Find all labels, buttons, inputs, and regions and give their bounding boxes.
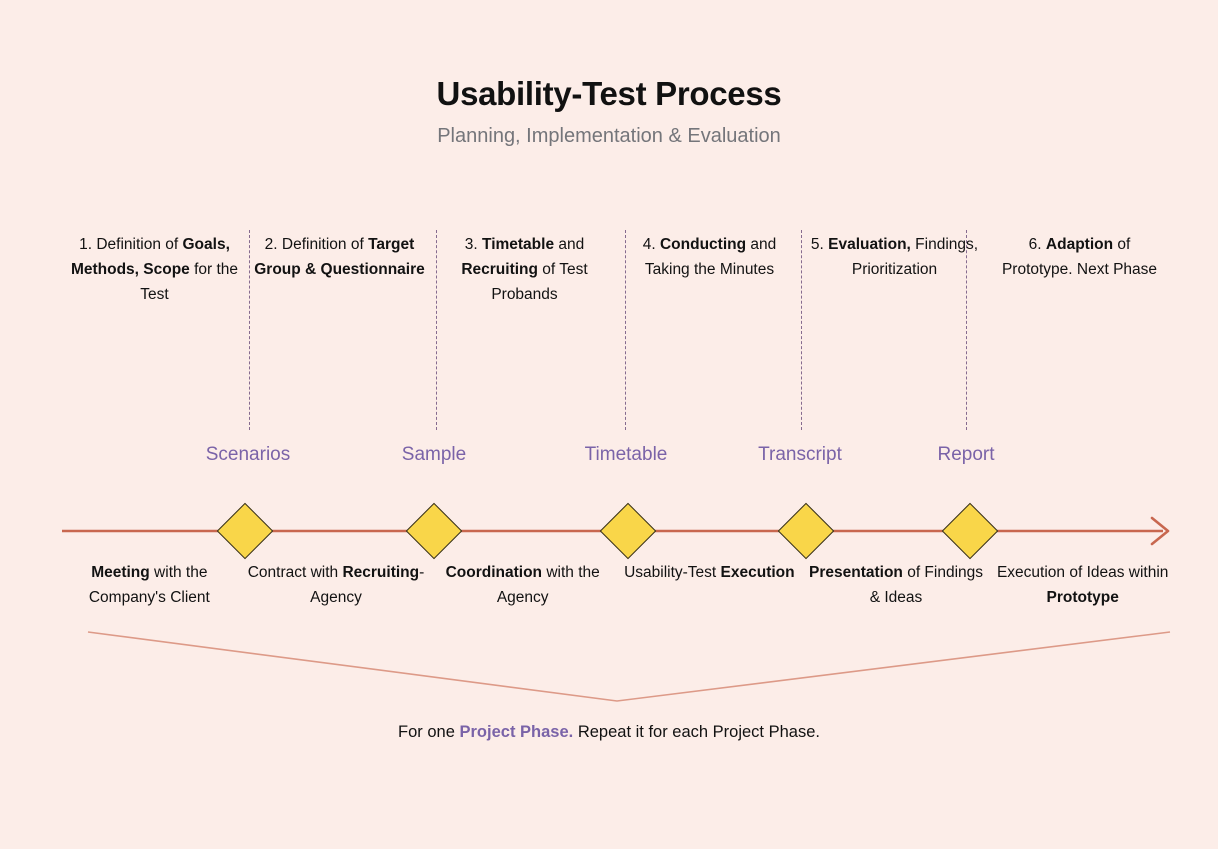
step-1-bold: Goals, Methods, Scope <box>70 236 230 278</box>
activity-2-rest: -Agency <box>310 564 425 606</box>
process-steps: 1. Definition of Goals, Methods, Scope f… <box>62 232 1172 307</box>
column-divider-5 <box>966 230 967 430</box>
step-2-number: 2. <box>264 236 278 253</box>
step-5: 5. Evaluation, Findings, Prioritization <box>802 232 987 282</box>
step-4-bold: Conducting <box>659 236 747 253</box>
activity-3-rest: with the Agency <box>496 564 600 606</box>
activity-3: Coordination with the Agency <box>429 560 616 610</box>
deliverable-sample: Sample <box>401 444 467 465</box>
step-5-suffix: Findings, Prioritization <box>851 236 979 278</box>
step-6: 6. Adaption of Prototype. Next Phase <box>987 232 1172 282</box>
deliverable-scenarios: Scenarios <box>205 444 291 465</box>
step-3-mid: and <box>554 236 585 253</box>
deliverable-timetable: Timetable <box>584 444 668 465</box>
step-5-number: 5. <box>810 236 824 253</box>
phase-bracket <box>87 631 1171 702</box>
column-divider-3 <box>625 230 626 430</box>
step-2-bold: Target Group & Questionnaire <box>254 236 425 278</box>
step-6-bold: Adaption <box>1045 236 1114 253</box>
step-2: 2. Definition of Target Group & Question… <box>247 232 432 282</box>
activity-labels: Meeting with the Company's Client Contra… <box>56 560 1176 610</box>
column-divider-2 <box>436 230 437 430</box>
activity-6: Execution of Ideas within Prototype <box>989 560 1176 610</box>
activity-6-pre: Execution of Ideas within <box>996 564 1169 581</box>
step-3-bold2: Recruiting <box>461 261 538 278</box>
step-5-bold: Evaluation, <box>828 236 911 253</box>
page-title: Usability-Test Process <box>436 75 782 112</box>
milestone-diamond-2[interactable] <box>405 502 463 560</box>
step-1-suffix: for the Test <box>140 261 239 303</box>
step-4: 4. Conducting and Taking the Minutes <box>617 232 802 282</box>
activity-1: Meeting with the Company's Client <box>56 560 243 610</box>
activity-5: Presentation of Findings & Ideas <box>803 560 990 610</box>
activity-5-rest: of Findings & Ideas <box>869 564 984 606</box>
activity-2: Contract with Recruiting-Agency <box>243 560 430 610</box>
activity-1-rest: with the Company's Client <box>88 564 210 606</box>
step-3-suffix: of Test Probands <box>491 261 588 303</box>
step-1-number: 1. <box>79 236 93 253</box>
activity-4: Usability-Test Execution <box>616 560 803 585</box>
milestone-diamond-1[interactable] <box>216 502 274 560</box>
step-6-suffix: of Prototype. Next Phase <box>1001 236 1158 278</box>
milestone-diamond-3[interactable] <box>599 502 657 560</box>
step-1: 1. Definition of Goals, Methods, Scope f… <box>62 232 247 307</box>
activity-5-bold: Presentation <box>809 564 903 581</box>
milestone-diamond-5[interactable] <box>941 502 999 560</box>
caption-tail: Repeat it for each Project Phase. <box>573 723 820 741</box>
step-4-suffix: and Taking the Minutes <box>644 236 777 278</box>
milestone-diamond-4[interactable] <box>777 502 835 560</box>
step-1-prefix: Definition of <box>92 236 183 253</box>
timeline-arrowhead <box>1150 516 1170 546</box>
step-3-bold: Timetable <box>482 236 555 253</box>
page-subtitle: Planning, Implementation & Evaluation <box>437 124 781 147</box>
activity-1-bold: Meeting <box>91 564 150 581</box>
column-divider-4 <box>801 230 802 430</box>
step-3-number: 3. <box>464 236 478 253</box>
phase-caption: For one Project Phase. Repeat it for eac… <box>0 720 1218 745</box>
column-divider-1 <box>249 230 250 430</box>
activity-4-bold: Execution <box>720 564 795 581</box>
deliverable-transcript: Transcript <box>758 444 842 465</box>
step-2-prefix: Definition of <box>277 236 369 253</box>
activity-3-bold: Coordination <box>445 564 543 581</box>
deliverable-report: Report <box>937 444 995 465</box>
step-4-number: 4. <box>642 236 656 253</box>
activity-6-bold: Prototype <box>1046 589 1119 606</box>
activity-2-bold: Recruiting <box>342 564 420 581</box>
step-6-number: 6. <box>1028 236 1042 253</box>
header: Usability-Test Process Planning, Impleme… <box>0 74 1218 148</box>
caption-highlight: Project Phase. <box>459 723 574 741</box>
activity-2-pre: Contract with <box>247 564 343 581</box>
step-3: 3. Timetable and Recruiting of Test Prob… <box>432 232 617 307</box>
activity-4-pre: Usability-Test <box>624 564 721 581</box>
caption-lead: For one <box>398 723 460 741</box>
